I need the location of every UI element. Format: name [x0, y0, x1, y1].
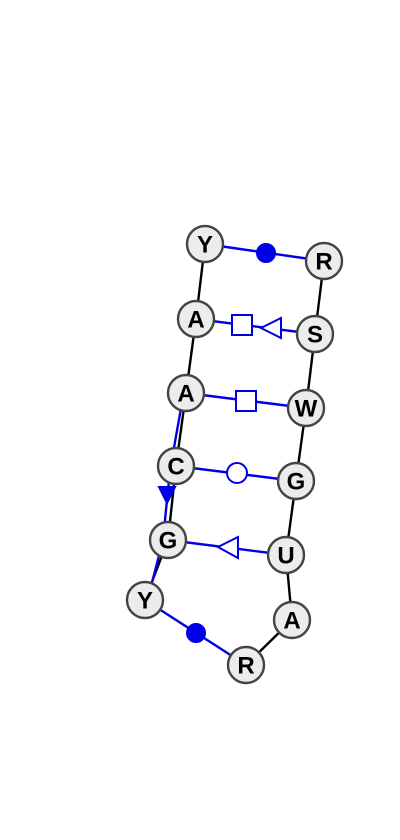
base-pairs — [144, 242, 325, 667]
square-symbol — [231, 314, 253, 336]
nucleotide-9: U — [266, 535, 306, 575]
nucleotide-letter: A — [177, 381, 194, 408]
nucleotide-13: R — [304, 241, 344, 281]
nucleotide-letter: G — [159, 528, 178, 555]
open-circle-symbol — [226, 462, 248, 484]
nucleotide-11: W — [286, 388, 326, 428]
square-symbol — [235, 390, 257, 412]
direction-arrow — [157, 486, 177, 506]
nucleotide-12: S — [295, 314, 335, 354]
nucleotide-4: C — [156, 446, 196, 486]
base-pair-n4-n10 — [175, 462, 297, 484]
nucleotide-letter: Y — [197, 232, 213, 259]
filled-circle-symbol — [256, 243, 276, 263]
nucleotides: Y A A C G Y R A — [125, 224, 344, 685]
pair-line — [195, 317, 316, 336]
nucleotide-2: A — [176, 299, 216, 339]
nucleotide-letter: S — [307, 322, 323, 349]
nucleotide-1: Y — [185, 224, 225, 264]
base-pair-n3-n11 — [185, 390, 307, 412]
nucleotide-10: G — [276, 461, 316, 501]
triangle-symbol — [215, 535, 239, 560]
triangle-symbol — [258, 316, 282, 340]
base-pair-n1-n13 — [204, 242, 325, 263]
base-pair-n6-n7 — [144, 598, 247, 667]
nucleotide-3: A — [166, 373, 206, 413]
nucleotide-8: A — [272, 600, 312, 640]
nucleotide-letter: U — [277, 543, 294, 570]
nucleotide-7: R — [226, 645, 266, 685]
stacking-strand — [146, 396, 185, 599]
nucleotide-letter: C — [167, 454, 184, 481]
nucleotide-letter: Y — [137, 588, 153, 615]
nucleotide-letter: R — [315, 249, 332, 276]
filled-circle-symbol — [186, 623, 206, 643]
base-pair-n5-n9 — [167, 535, 287, 560]
stacking-line — [146, 396, 185, 599]
base-pair-n2-n12 — [195, 314, 316, 340]
nucleotide-letter: R — [237, 653, 254, 680]
nucleotide-letter: G — [287, 469, 306, 496]
nucleotide-6: Y — [125, 580, 165, 620]
nucleotide-letter: A — [187, 307, 204, 334]
nucleotide-5: G — [148, 520, 188, 560]
nucleotide-letter: W — [295, 396, 318, 423]
nucleotide-letter: A — [283, 608, 300, 635]
